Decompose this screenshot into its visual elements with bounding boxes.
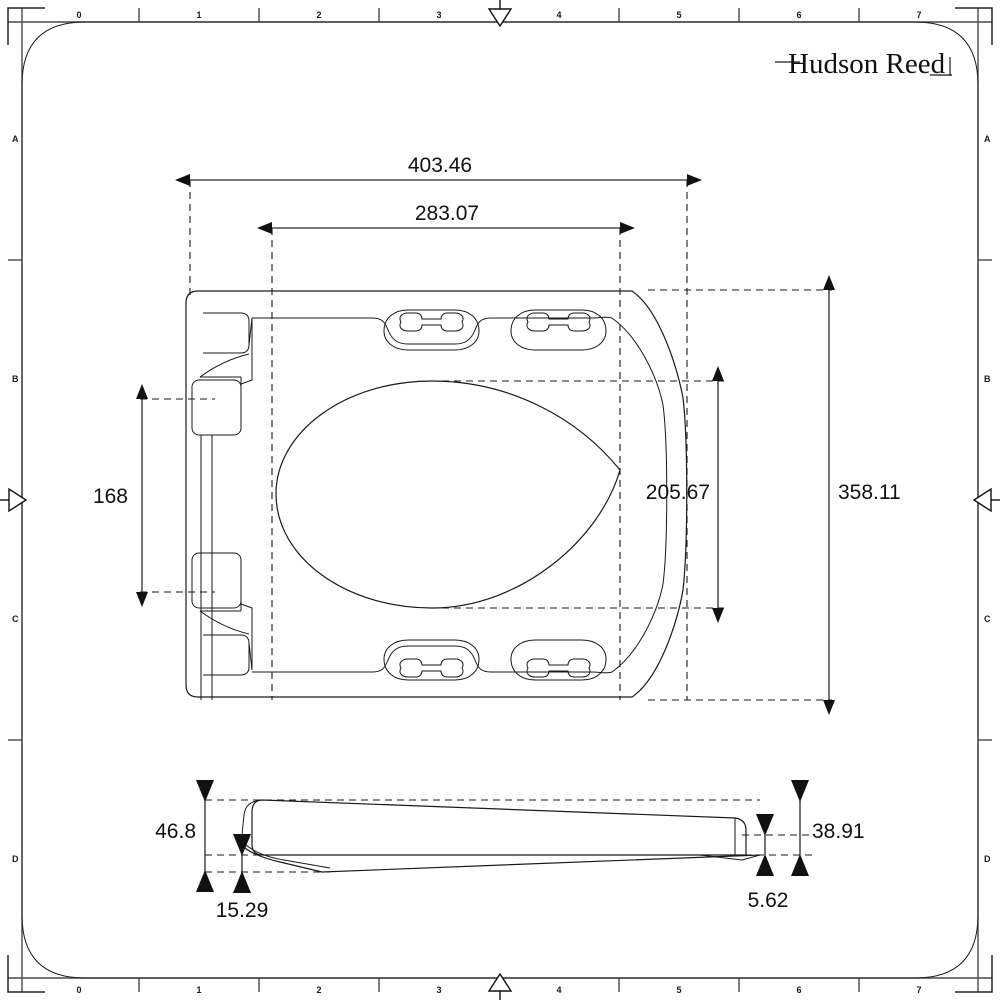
dimension-168-label: 168 [93, 485, 128, 508]
brand-logo: Hudson Reed [775, 48, 952, 80]
dimension-15-29-label: 15.29 [216, 899, 269, 922]
ruler-top-label-7: 7 [916, 10, 921, 20]
ruler-left-label-b: B [12, 374, 19, 384]
plan-view-seat [185, 290, 688, 700]
ruler-bottom-label-7: 7 [916, 985, 921, 995]
ruler-top-label-2: 2 [316, 10, 321, 20]
ruler-bottom-label-4: 4 [556, 985, 561, 995]
ruler-right-label-b: B [984, 374, 991, 384]
side-dimensions: 46.8 15.29 38.91 5.62 [155, 780, 865, 922]
seat-rim-top [252, 316, 613, 345]
dim-38-91-arrow-bottom [791, 854, 809, 876]
corner-marks [7, 7, 993, 993]
ruler-bottom-label-5: 5 [676, 985, 681, 995]
ruler-bottom-label-1: 1 [196, 985, 201, 995]
ruler-bottom-ticks [138, 978, 860, 992]
dim-15-29-arrow-top [233, 834, 251, 856]
center-marker-bottom-icon [487, 972, 513, 1000]
dim-5-62-arrow-top [756, 814, 774, 836]
ruler-top-label-4: 4 [556, 10, 561, 20]
dimension-38-91-label: 38.91 [812, 820, 865, 843]
seat-bumper-slot-top [383, 309, 480, 351]
seat-rim-bottom [252, 645, 613, 674]
dimension-358-label: 358.11 [838, 481, 901, 504]
dim-15-29-arrow-bottom [233, 871, 251, 893]
dimension-283-label: 283.07 [415, 202, 479, 225]
ruler-top-label-6: 6 [796, 10, 801, 20]
ruler-top-label-5: 5 [676, 10, 681, 20]
dimension-403: 403.46 [175, 154, 702, 186]
ruler-side-ticks [8, 259, 992, 741]
brand-logo-text: Hudson Reed [788, 48, 946, 80]
seat-bumper-cut-top-right [526, 312, 591, 332]
seat-bumper-slot-bottom [383, 639, 480, 681]
dimension-5-62-label: 5.62 [748, 889, 789, 912]
seat-opening-oval [275, 380, 621, 609]
ruler-left-label-c: C [12, 614, 19, 624]
seat-bumper-cut-top [399, 312, 464, 332]
ruler-bottom-label-0: 0 [76, 985, 81, 995]
ruler-top-label-3: 3 [436, 10, 441, 20]
dimension-15-29: 15.29 [216, 834, 269, 922]
plan-projection-lines [140, 180, 832, 701]
ruler-top-label-0: 0 [76, 10, 81, 20]
side-ring-inner [243, 842, 331, 869]
dim-38-91-arrow-top [791, 780, 809, 802]
dimension-168: 168 [93, 384, 148, 607]
seat-inner-rim [611, 317, 668, 673]
dimension-5-62: 5.62 [748, 814, 789, 912]
seat-hinge-bottom [191, 552, 253, 676]
ruler-left-label-a: A [12, 134, 19, 144]
dim-5-62-arrow-bottom [756, 854, 774, 876]
dimension-283: 283.07 [257, 202, 635, 234]
side-right-taper [699, 854, 761, 861]
dim-46-8-arrow-bottom [196, 870, 214, 892]
ruler-left-label-d: D [12, 854, 19, 864]
ruler-bottom-label-2: 2 [316, 985, 321, 995]
center-marker-left-icon [0, 487, 28, 513]
seat-hinge-top [191, 312, 253, 700]
side-lid-profile [251, 799, 747, 856]
dimension-205-label: 205.67 [646, 481, 710, 504]
ruler-right-label-c: C [984, 614, 991, 624]
center-marker-right-icon [972, 487, 1000, 513]
ruler-right-label-a: A [984, 134, 991, 144]
center-marker-top-icon [487, 0, 513, 28]
dimension-403-label: 403.46 [408, 154, 472, 177]
dimension-38-91: 38.91 [791, 780, 865, 876]
dimension-358: 358.11 [823, 275, 901, 715]
ruler-top-label-1: 1 [196, 10, 201, 20]
seat-bumper-slot-top-right [510, 309, 607, 351]
ruler-right-label-d: D [984, 854, 991, 864]
ruler-top-ticks [138, 8, 860, 22]
seat-bumper-cut-bottom-right [526, 658, 591, 678]
ruler-bottom-label-6: 6 [796, 985, 801, 995]
seat-outer-outline [185, 290, 688, 698]
dimension-46-8: 46.8 [155, 780, 214, 892]
seat-bumper-slot-bottom-right [510, 639, 607, 681]
sheet-inner-border [21, 21, 979, 979]
side-lid-top-edge [240, 799, 263, 846]
plan-dimensions: 403.46 283.07 168 205.67 358.11 [93, 154, 901, 715]
dimension-46-8-label: 46.8 [155, 820, 196, 843]
seat-bumper-cut-bottom [399, 658, 464, 678]
dim-46-8-arrow-top [196, 780, 214, 802]
dimension-205: 205.67 [646, 366, 724, 623]
ruler-bottom-label-3: 3 [436, 985, 441, 995]
